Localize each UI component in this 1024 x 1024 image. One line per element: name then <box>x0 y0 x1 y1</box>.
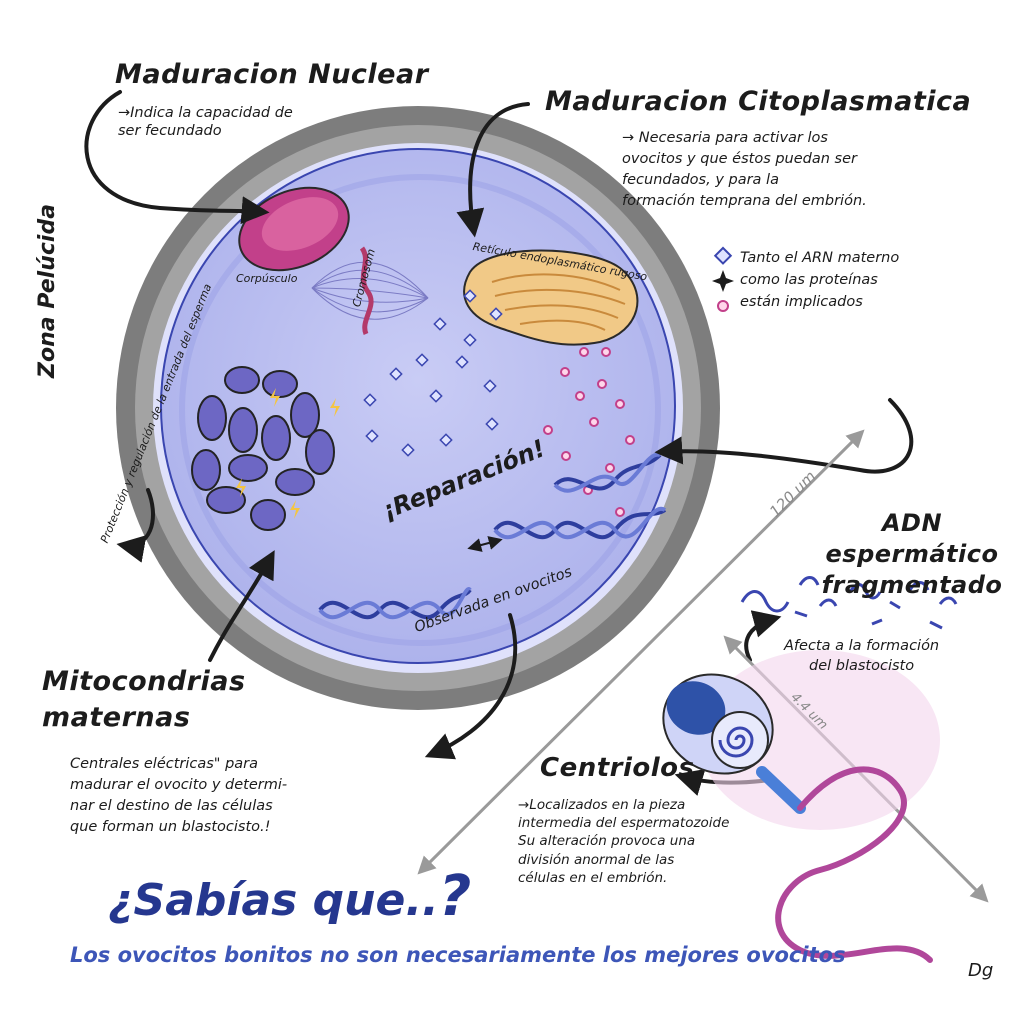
sabias-que-text: ¿Sabías que.. <box>108 875 439 926</box>
measure-120um <box>417 429 865 875</box>
sperm-midpiece <box>756 766 806 814</box>
nuclear-description: →Indica la capacidad de ser fecundado <box>118 105 293 140</box>
mitochondrion <box>250 499 286 531</box>
heading-adn-espermatico: ADN espermático fragmentado <box>821 509 1003 600</box>
mitochondrion <box>261 415 291 461</box>
fragmented-dna <box>740 576 958 630</box>
mitochondrion <box>228 407 258 453</box>
polar-body-highlight <box>261 197 339 251</box>
heading-maduracion-nuclear: Maduracion Nuclear <box>115 59 429 90</box>
sabias-que-title: ¿Sabías que..? <box>108 862 471 932</box>
centriolos-description: →Localizados en la pieza intermedia del … <box>518 797 730 886</box>
mitochondria-group <box>191 366 335 531</box>
mitocondrias-description: Centrales eléctricas" para madurar el ov… <box>70 756 288 836</box>
mitochondrion <box>290 392 320 438</box>
mitochondrion <box>262 370 298 398</box>
mitochondrion <box>191 449 221 491</box>
lightning-icons <box>236 388 340 519</box>
signature: Dg <box>968 960 994 981</box>
legend-protein-icon <box>717 300 729 312</box>
mitochondrion <box>305 429 335 475</box>
heading-maduracion-citoplasmatica: Maduracion Citoplasmatica <box>545 86 972 117</box>
corpusculo-label: Corpúsculo <box>236 272 298 285</box>
sperm-tail <box>775 766 933 963</box>
mitochondrion <box>206 486 246 514</box>
question-mark-icon: ? <box>438 864 472 929</box>
mitochondrion <box>224 366 260 394</box>
adn-description: Afecta a la formación del blastocisto <box>784 638 940 675</box>
tagline: Los ovocitos bonitos no son necesariamen… <box>70 943 846 967</box>
sperm-halo <box>700 650 940 830</box>
citoplasmatica-description: → Necesaria para activar los ovocitos y … <box>622 130 867 210</box>
er-folds <box>491 273 626 331</box>
legend-text: Tanto el ARN materno como las proteínas … <box>740 250 900 310</box>
reticulo-endoplasmatico <box>463 249 639 346</box>
heading-centriolos: Centriolos <box>540 753 695 783</box>
legend-rna-icon <box>713 246 733 265</box>
zona-pelucida-label: Zona Pelúcida <box>35 203 60 378</box>
cytoplasm <box>160 148 676 664</box>
heading-mitocondrias: Mitocondrias maternas <box>42 666 246 734</box>
mitochondrion <box>275 468 315 496</box>
chromosome-icon <box>359 246 374 335</box>
coiled-dna <box>718 726 754 758</box>
sperm-acrosome <box>666 681 726 735</box>
legend-sparkle-icon <box>712 270 734 292</box>
mitochondrion <box>228 454 268 482</box>
mitochondrion <box>197 395 227 441</box>
